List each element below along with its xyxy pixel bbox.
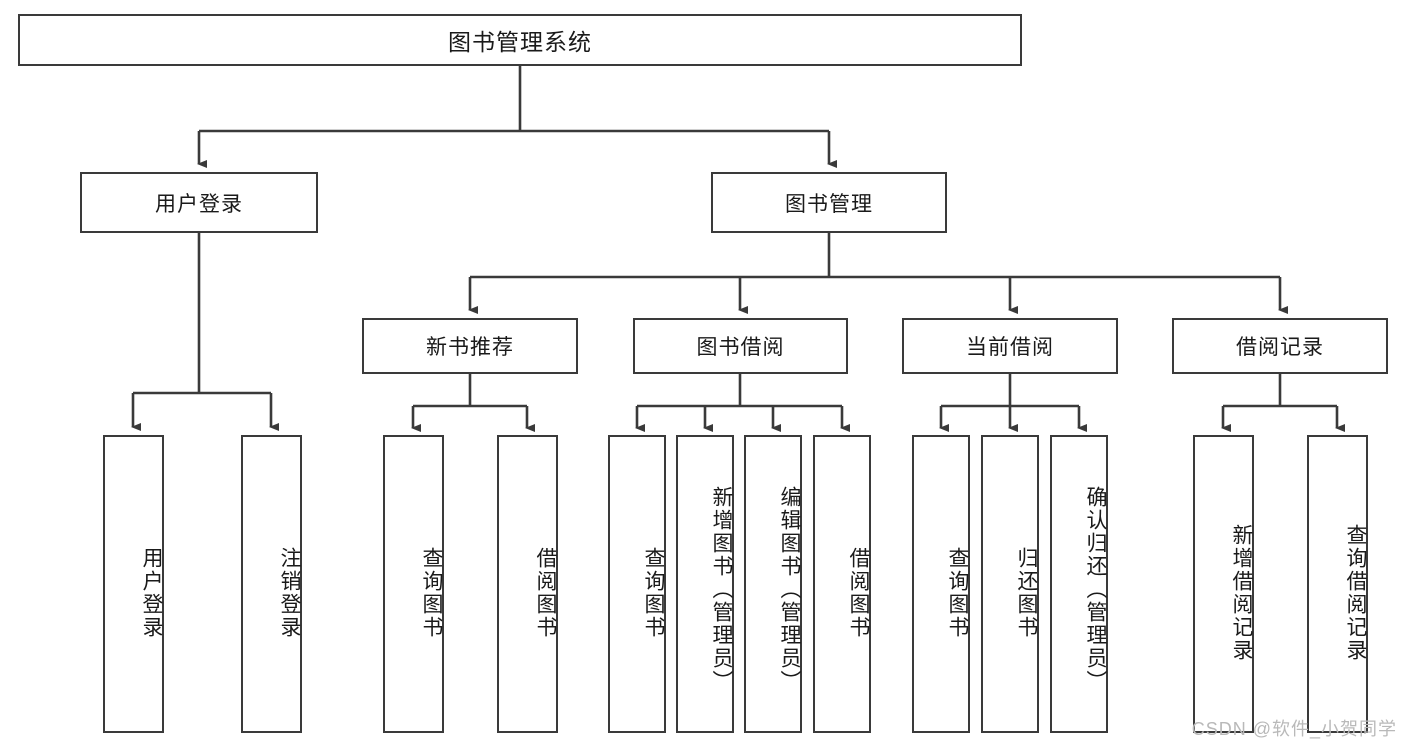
node-label: 查询借阅记录 — [1344, 524, 1367, 662]
node-book-manage[interactable]: 图书管理 — [711, 172, 947, 233]
node-label: 用户登录 — [155, 192, 243, 216]
leaf-borrow-book-2[interactable]: 借阅图书 — [813, 435, 871, 733]
node-user-login[interactable]: 用户登录 — [80, 172, 318, 233]
node-label: 查询图书 — [420, 547, 443, 639]
leaf-confirm-return[interactable]: 确认归还（管理员） — [1050, 435, 1108, 733]
leaf-logout[interactable]: 注销登录 — [241, 435, 302, 733]
node-label: 借阅记录 — [1236, 336, 1324, 359]
leaf-query-book-3[interactable]: 查询图书 — [912, 435, 970, 733]
node-label: 新增图书（管理员） — [710, 485, 733, 693]
node-label: 编辑图书（管理员） — [778, 485, 801, 693]
node-label: 注销登录 — [278, 547, 301, 639]
node-new-book-recommend[interactable]: 新书推荐 — [362, 318, 578, 374]
node-label: 图书管理 — [785, 192, 873, 216]
leaf-borrow-book-1[interactable]: 借阅图书 — [497, 435, 558, 733]
leaf-add-borrow-record[interactable]: 新增借阅记录 — [1193, 435, 1254, 733]
node-label: 确认归还（管理员） — [1084, 485, 1107, 693]
node-label: 归还图书 — [1015, 547, 1038, 639]
node-label: 新增借阅记录 — [1230, 524, 1253, 662]
node-current-borrow[interactable]: 当前借阅 — [902, 318, 1118, 374]
leaf-user-login[interactable]: 用户登录 — [103, 435, 164, 733]
csdn-watermark: CSDN @软件_小贺同学 — [1191, 719, 1397, 739]
leaf-return-book[interactable]: 归还图书 — [981, 435, 1039, 733]
node-label: 查询图书 — [946, 547, 969, 639]
node-label: 当前借阅 — [966, 336, 1054, 359]
leaf-add-book[interactable]: 新增图书（管理员） — [676, 435, 734, 733]
node-label: 新书推荐 — [426, 336, 514, 359]
node-label: 查询图书 — [642, 547, 665, 639]
node-book-borrow[interactable]: 图书借阅 — [633, 318, 848, 374]
node-label: 借阅图书 — [847, 547, 870, 639]
leaf-query-borrow-record[interactable]: 查询借阅记录 — [1307, 435, 1368, 733]
node-label: 图书管理系统 — [448, 29, 592, 55]
node-label: 用户登录 — [140, 547, 163, 639]
leaf-query-book-2[interactable]: 查询图书 — [608, 435, 666, 733]
leaf-query-book-1[interactable]: 查询图书 — [383, 435, 444, 733]
node-borrow-record[interactable]: 借阅记录 — [1172, 318, 1388, 374]
node-book-management-system[interactable]: 图书管理系统 — [18, 14, 1022, 66]
leaf-edit-book[interactable]: 编辑图书（管理员） — [744, 435, 802, 733]
node-label: 借阅图书 — [534, 547, 557, 639]
node-label: 图书借阅 — [696, 336, 785, 359]
